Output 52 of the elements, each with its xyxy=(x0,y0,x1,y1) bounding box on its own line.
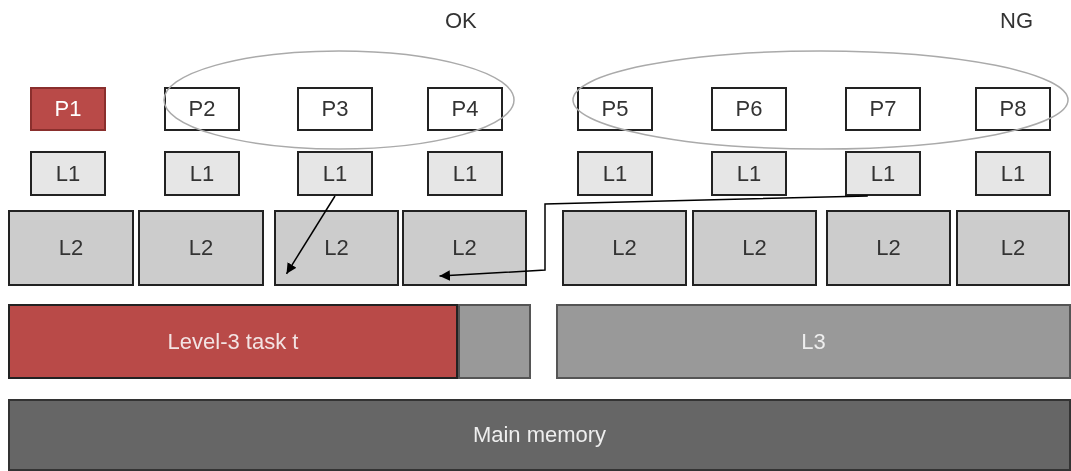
processor-box xyxy=(30,87,106,131)
l2-cache-box xyxy=(692,210,817,286)
box-label: L2 xyxy=(58,235,84,261)
arrow xyxy=(438,195,869,281)
l1-cache-box xyxy=(711,151,787,196)
box-label: L2 xyxy=(612,235,637,261)
l1-cache-box xyxy=(845,151,921,196)
box-label: P8 xyxy=(999,96,1027,122)
l2-cache-box xyxy=(402,210,527,286)
l2-cache-box xyxy=(274,210,399,286)
cache-remainder-block xyxy=(458,304,531,379)
l2-cache-box xyxy=(826,210,951,286)
box-label: L1 xyxy=(55,160,81,187)
l1-cache-box xyxy=(975,151,1051,196)
box-label: L1 xyxy=(1000,160,1026,187)
l1-cache-box xyxy=(30,151,106,196)
box-label: Level-3 task t xyxy=(167,328,299,355)
box-label: P3 xyxy=(321,96,349,122)
box-label: P2 xyxy=(188,96,216,122)
l1-cache-box xyxy=(297,151,373,196)
box-label: L3 xyxy=(801,328,826,355)
l1-cache-box xyxy=(577,151,653,196)
main-memory-block xyxy=(8,399,1071,471)
box-label: L1 xyxy=(736,160,762,187)
box-label: Main memory xyxy=(472,422,607,448)
box-label: P4 xyxy=(451,96,479,122)
group-label: OK xyxy=(445,8,477,34)
box-label: L2 xyxy=(452,235,477,261)
box-label: P5 xyxy=(601,96,629,122)
box-label: L1 xyxy=(189,160,215,187)
box-label: L2 xyxy=(742,235,767,261)
l2-cache-box xyxy=(138,210,264,286)
task-block xyxy=(8,304,458,379)
l3-cache-block xyxy=(556,304,1071,379)
box-label: P1 xyxy=(54,96,82,122)
l2-cache-box xyxy=(562,210,687,286)
box-label: L1 xyxy=(322,160,348,187)
box-label: L1 xyxy=(870,160,896,187)
l2-cache-box xyxy=(956,210,1070,286)
box-label: L2 xyxy=(188,235,214,261)
box-label: L2 xyxy=(1000,235,1026,261)
l1-cache-box xyxy=(427,151,503,196)
box-label: L1 xyxy=(452,160,478,187)
box-label: L1 xyxy=(602,160,628,187)
box-label: P6 xyxy=(735,96,763,122)
l1-cache-box xyxy=(164,151,240,196)
group-label: NG xyxy=(1000,8,1033,34)
box-label: P7 xyxy=(869,96,897,122)
box-label: L2 xyxy=(324,235,349,261)
box-label: L2 xyxy=(876,235,901,261)
arrow xyxy=(285,195,336,275)
l2-cache-box xyxy=(8,210,134,286)
